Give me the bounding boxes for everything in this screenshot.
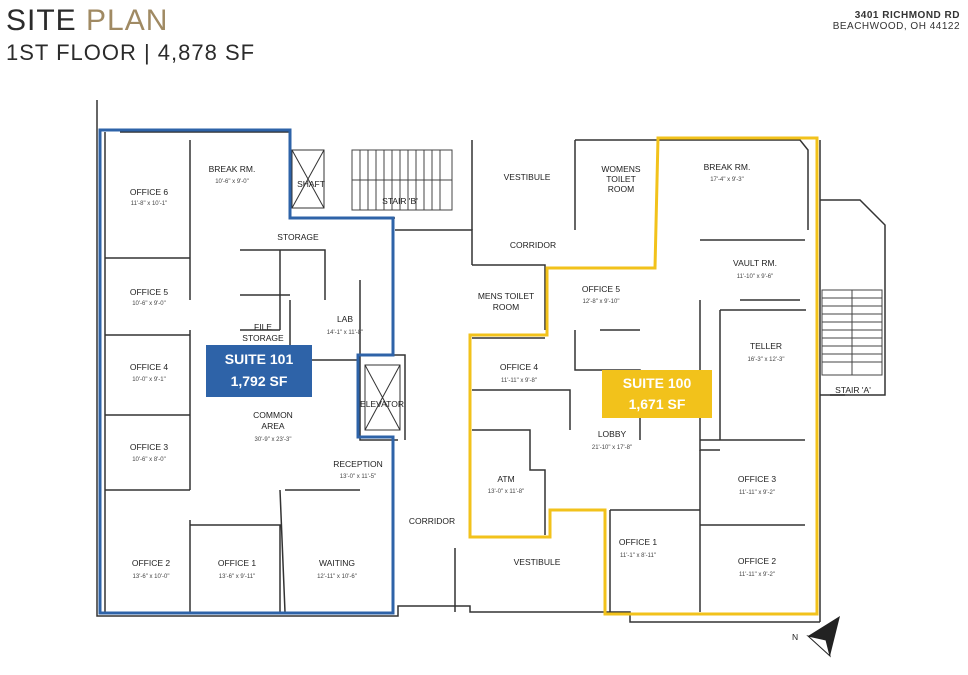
room-office4-100-dim: 11'-11" x 9'-8" xyxy=(501,378,537,384)
room-break-100: BREAK RM. xyxy=(704,162,751,172)
room-office3-100: OFFICE 3 xyxy=(738,474,777,484)
room-vestibule-bottom: VESTIBULE xyxy=(514,557,561,567)
room-office2-100: OFFICE 2 xyxy=(738,556,777,566)
room-office3-101: OFFICE 3 xyxy=(130,442,169,452)
room-office3-101-dim: 10'-6" x 8'-0" xyxy=(132,457,166,463)
room-office3-100-dim: 11'-11" x 9'-2" xyxy=(739,490,775,496)
title-word-plan: PLAN xyxy=(86,4,169,37)
address-line-2: BEACHWOOD, OH 44122 xyxy=(832,21,960,32)
room-storage: STORAGE xyxy=(277,232,319,242)
room-vault-dim: 11'-10" x 9'-6" xyxy=(737,274,773,280)
room-stair-a: STAIR 'A' xyxy=(835,385,871,395)
room-office5-101-dim: 10'-6" x 9'-0" xyxy=(132,301,166,307)
room-corridor-top: CORRIDOR xyxy=(510,240,556,250)
room-file-storage-2: STORAGE xyxy=(242,333,284,343)
room-office5-101: OFFICE 5 xyxy=(130,287,169,297)
room-office1-100-dim: 11'-1" x 8'-11" xyxy=(620,553,656,559)
room-lab: LAB xyxy=(337,314,353,324)
room-mens-1: MENS TOILET xyxy=(478,291,534,301)
shaft-box xyxy=(291,149,325,209)
room-office1-101-dim: 13'-6" x 9'-11" xyxy=(219,574,255,580)
room-office5-100-dim: 12'-8" x 9'-10" xyxy=(583,299,620,305)
room-vestibule-top: VESTIBULE xyxy=(504,172,551,182)
address-block: 3401 RICHMOND RD BEACHWOOD, OH 44122 xyxy=(833,10,960,32)
room-break-100-dim: 17'-4" x 9'-3" xyxy=(710,177,744,183)
room-teller-dim: 16'-3" x 12'-3" xyxy=(748,357,785,363)
room-file-storage-1: FILE xyxy=(254,322,272,332)
room-lobby: LOBBY xyxy=(598,429,627,439)
room-office1-100: OFFICE 1 xyxy=(619,537,658,547)
room-common-2: AREA xyxy=(261,421,284,431)
suite-100-outline xyxy=(468,136,819,616)
room-break-101: BREAK RM. xyxy=(209,164,256,174)
room-office4-101: OFFICE 4 xyxy=(130,362,169,372)
room-atm-dim: 13'-0" x 11'-8" xyxy=(488,489,524,495)
suite-101-area: 1,792 SF xyxy=(231,373,288,389)
stair-b-treads xyxy=(351,149,453,211)
room-lab-dim: 14'-1" x 11'-8" xyxy=(327,330,363,336)
room-office4-100: OFFICE 4 xyxy=(500,362,539,372)
room-elevator: ELEVATOR xyxy=(360,399,404,409)
room-atm: ATM xyxy=(497,474,514,484)
room-womens-3: ROOM xyxy=(608,184,634,194)
north-label: N xyxy=(792,632,798,642)
room-teller: TELLER xyxy=(750,341,782,351)
room-stair-b: STAIR 'B' xyxy=(382,196,418,206)
floor-subtitle: 1ST FLOOR | 4,878 SF xyxy=(6,40,256,65)
room-office2-100-dim: 11'-11" x 9'-2" xyxy=(739,572,775,578)
room-common-1: COMMON xyxy=(253,410,293,420)
room-office6: OFFICE 6 xyxy=(130,187,169,197)
room-office5-100: OFFICE 5 xyxy=(582,284,621,294)
room-common-dim: 30'-9" x 23'-3" xyxy=(255,437,292,443)
elevator-box xyxy=(364,364,401,431)
room-vault: VAULT RM. xyxy=(733,258,777,268)
suite-101-name: SUITE 101 xyxy=(225,351,294,367)
room-office4-101-dim: 10'-0" x 9'-1" xyxy=(132,377,166,383)
suite-101-label-box xyxy=(206,345,312,397)
room-womens-1: WOMENS xyxy=(601,164,641,174)
room-waiting: WAITING xyxy=(319,558,355,568)
suite-100-area: 1,671 SF xyxy=(629,396,686,412)
room-office2-101: OFFICE 2 xyxy=(132,558,171,568)
page-title: SITE PLAN xyxy=(6,4,168,38)
suite-101-outline xyxy=(98,128,395,615)
north-arrow-icon: N xyxy=(792,616,840,658)
room-womens-2: TOILET xyxy=(606,174,636,184)
room-office6-dim: 11'-8" x 10'-1" xyxy=(131,201,167,207)
room-office2-101-dim: 13'-6" x 10'-0" xyxy=(133,574,170,580)
room-reception-dim: 13'-0" x 11'-5" xyxy=(340,474,376,480)
title-word-site: SITE xyxy=(6,4,77,37)
room-corridor-bottom: CORRIDOR xyxy=(409,516,455,526)
room-shaft: SHAFT xyxy=(297,179,325,189)
room-waiting-dim: 12'-11" x 10'-6" xyxy=(317,574,357,580)
stair-a-treads xyxy=(821,289,883,376)
room-break-101-dim: 10'-6" x 9'-0" xyxy=(215,179,249,185)
room-reception: RECEPTION xyxy=(333,459,383,469)
address-line-1: 3401 RICHMOND RD xyxy=(854,10,960,21)
room-mens-2: ROOM xyxy=(493,302,519,312)
room-lobby-dim: 21'-10" x 17'-8" xyxy=(592,445,632,451)
room-office1-101: OFFICE 1 xyxy=(218,558,257,568)
suite-100-label-box xyxy=(602,370,712,418)
suite-100-name: SUITE 100 xyxy=(623,375,692,391)
